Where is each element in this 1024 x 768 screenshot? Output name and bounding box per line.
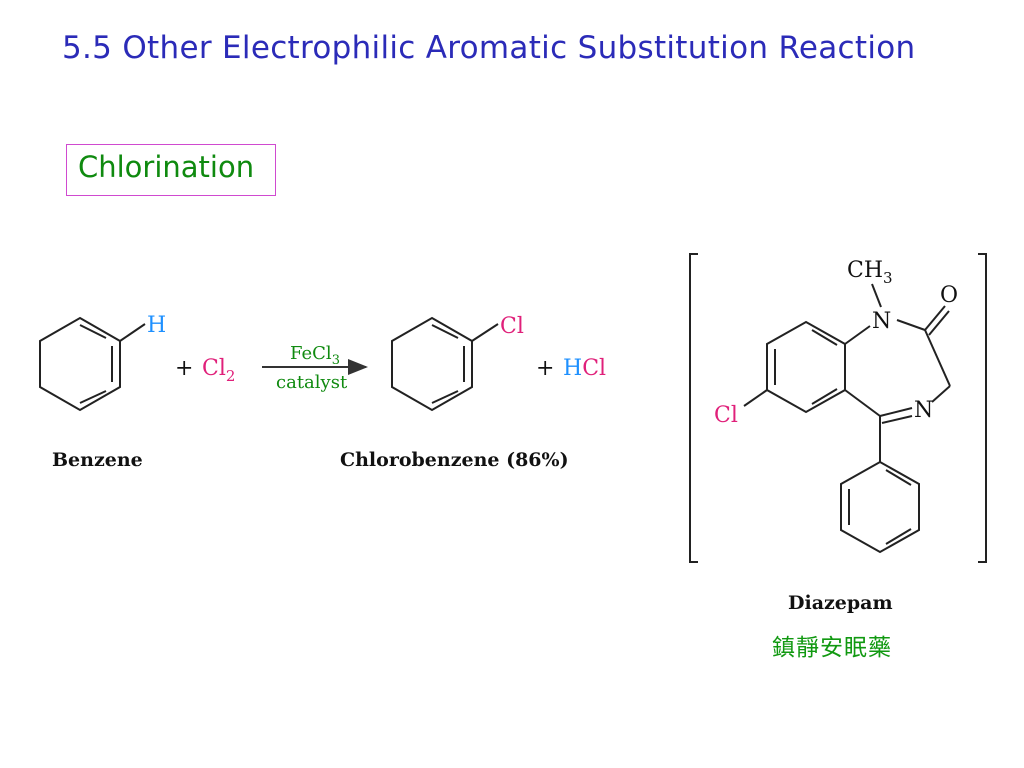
plus-sign-1: +: [175, 356, 193, 381]
catalyst-label: catalyst: [276, 372, 348, 393]
chlorine-reagent: Cl: [202, 356, 226, 381]
carbonyl-oxygen: O: [940, 283, 958, 308]
imine-nitrogen: N: [914, 398, 933, 423]
diazepam-structure: [743, 283, 951, 554]
methyl-group: CH: [847, 258, 883, 283]
section-label: Chlorination: [78, 150, 255, 184]
svg-text:CH3: CH3: [847, 258, 893, 287]
chlorobenzene-structure: [391, 316, 499, 412]
diazepam-brackets: [689, 253, 987, 563]
hcl-chlorine: Cl: [582, 356, 606, 381]
plus-sign-2: +: [536, 356, 554, 381]
amide-nitrogen: N: [872, 309, 891, 334]
diazepam-chinese-name: 鎮靜安眠藥: [772, 635, 892, 661]
svg-text:Cl2: Cl2: [202, 356, 235, 385]
svg-text:HCl: HCl: [563, 356, 606, 381]
benzene-structure: [39, 316, 146, 412]
hydrogen-substituent: H: [147, 313, 166, 338]
catalyst-formula: FeCl: [290, 343, 332, 364]
methyl-subscript: 3: [883, 269, 893, 287]
diazepam-chlorine: Cl: [714, 403, 738, 428]
chlorine-substituent: Cl: [500, 314, 524, 339]
chlorine-reagent-subscript: 2: [226, 367, 236, 385]
diazepam-label: Diazepam: [788, 592, 893, 614]
catalyst-formula-subscript: 3: [332, 353, 340, 368]
svg-text:FeCl3: FeCl3: [290, 343, 340, 368]
chlorobenzene-label: Chlorobenzene (86%): [340, 449, 569, 471]
section-label-box: [66, 144, 276, 196]
slide-title: 5.5 Other Electrophilic Aromatic Substit…: [62, 30, 916, 66]
benzene-label: Benzene: [52, 449, 143, 471]
hcl-hydrogen: H: [563, 356, 582, 381]
